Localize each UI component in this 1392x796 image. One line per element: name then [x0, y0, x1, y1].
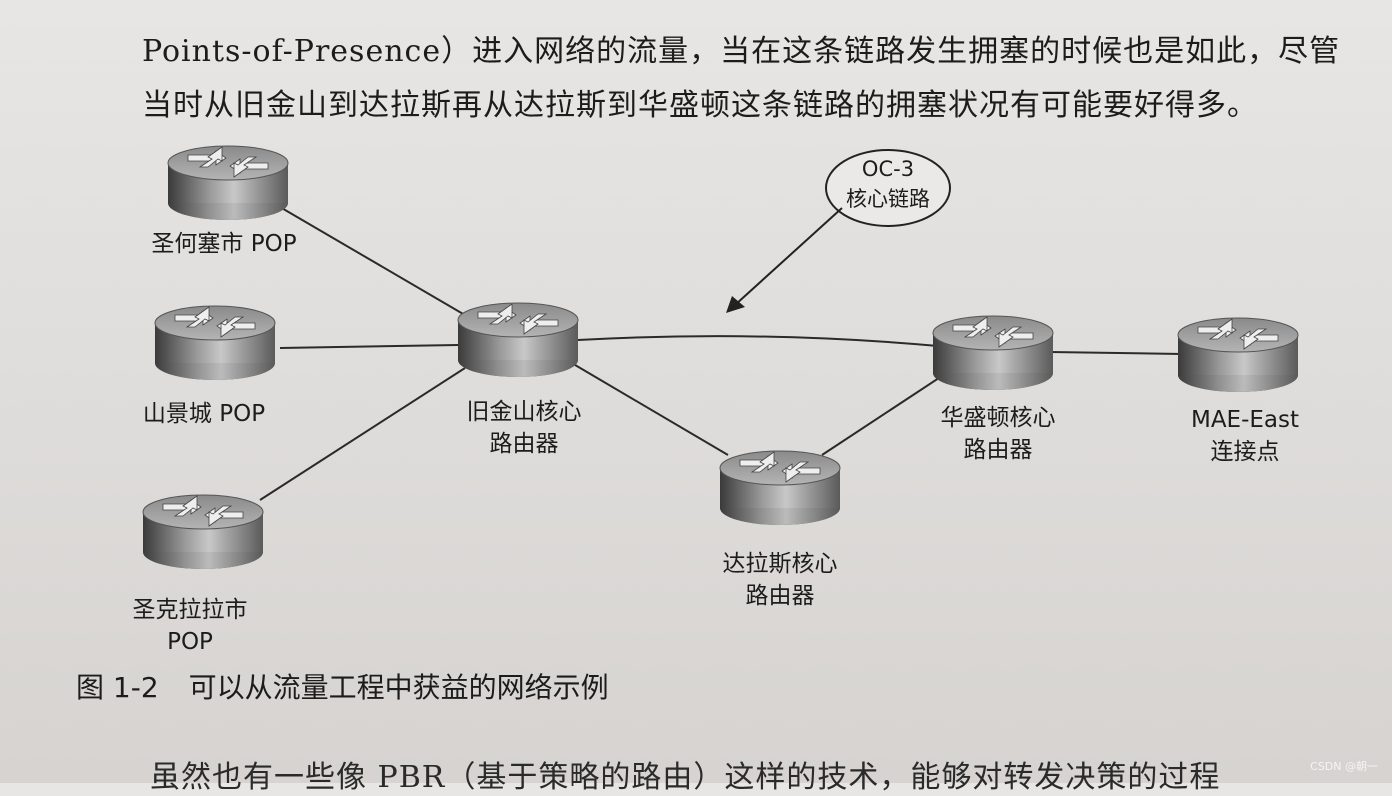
callout-text: OC-3 核心链路: [846, 154, 930, 214]
label-line: MAE-East: [1190, 407, 1300, 433]
link-sf-dc-oc3: [577, 335, 939, 347]
watermark: CSDN @朝一: [1310, 760, 1378, 773]
router-icon-dc-core: [932, 315, 1054, 391]
callout-line: 核心链路: [846, 187, 930, 211]
callout-bubble: [825, 149, 951, 227]
callout-arrow: [734, 207, 843, 306]
router-icon-mountain-view: [154, 305, 276, 381]
label-sf-core-router: 旧金山核心 路由器: [467, 396, 582, 460]
label-dc-core-router: 华盛顿核心 路由器: [941, 402, 1056, 466]
label-line: 路由器: [489, 431, 559, 457]
link-mountainview-sf: [279, 344, 459, 349]
link-sf-dallas: [569, 361, 729, 456]
label-line: POP: [167, 629, 213, 655]
router-icon-sf-core: [457, 302, 579, 378]
label-line: 华盛顿核心: [940, 405, 1056, 431]
label-mae-east: MAE-East 连接点: [1191, 404, 1299, 468]
body-text-line-1: Points-of-Presence）进入网络的流量，当在这条链路发生拥塞的时候…: [142, 34, 1341, 69]
figure-number: 图 1-2: [76, 671, 159, 704]
body-text-bottom-partial: 虽然也有一些像 PBR（基于策略的路由）这样的技术，能够对转发决策的过程: [150, 760, 1221, 795]
body-text-line-2: 当时从旧金山到达拉斯再从达拉斯到华盛顿这条链路的拥塞状况有可能要好得多。: [142, 88, 1258, 123]
label-line: 山景城 POP: [142, 401, 266, 427]
router-icon-san-jose: [167, 145, 289, 221]
link-dallas-dc: [821, 371, 949, 456]
link-santaclara-sf: [259, 367, 466, 501]
link-sanjose-sf: [267, 199, 471, 319]
label-line: 旧金山核心: [466, 399, 582, 425]
link-dc-maeeast: [1049, 351, 1183, 355]
label-line: 圣克拉拉市: [132, 597, 248, 623]
label-mountain-view-pop: 山景城 POP: [143, 398, 265, 430]
label-line: 路由器: [963, 437, 1033, 463]
router-icon-dallas-core: [719, 450, 841, 526]
label-line: 路由器: [745, 583, 815, 609]
router-icon-santa-clara: [142, 494, 264, 570]
callout-line: OC-3: [861, 157, 915, 181]
figure-caption: 图 1-2 可以从流量工程中获益的网络示例: [76, 666, 609, 706]
label-line: 连接点: [1210, 439, 1280, 465]
label-line: 圣何塞市 POP: [151, 231, 297, 257]
label-line: 达拉斯核心: [722, 551, 838, 577]
label-san-jose-pop: 圣何塞市 POP: [151, 228, 296, 260]
label-dallas-core-router: 达拉斯核心 路由器: [723, 548, 838, 612]
figure-title: 可以从流量工程中获益的网络示例: [188, 671, 609, 704]
label-santa-clara-pop: 圣克拉拉市 POP: [133, 594, 248, 658]
callout-arrowhead: [726, 296, 745, 313]
router-icon-mae-east: [1177, 317, 1299, 393]
